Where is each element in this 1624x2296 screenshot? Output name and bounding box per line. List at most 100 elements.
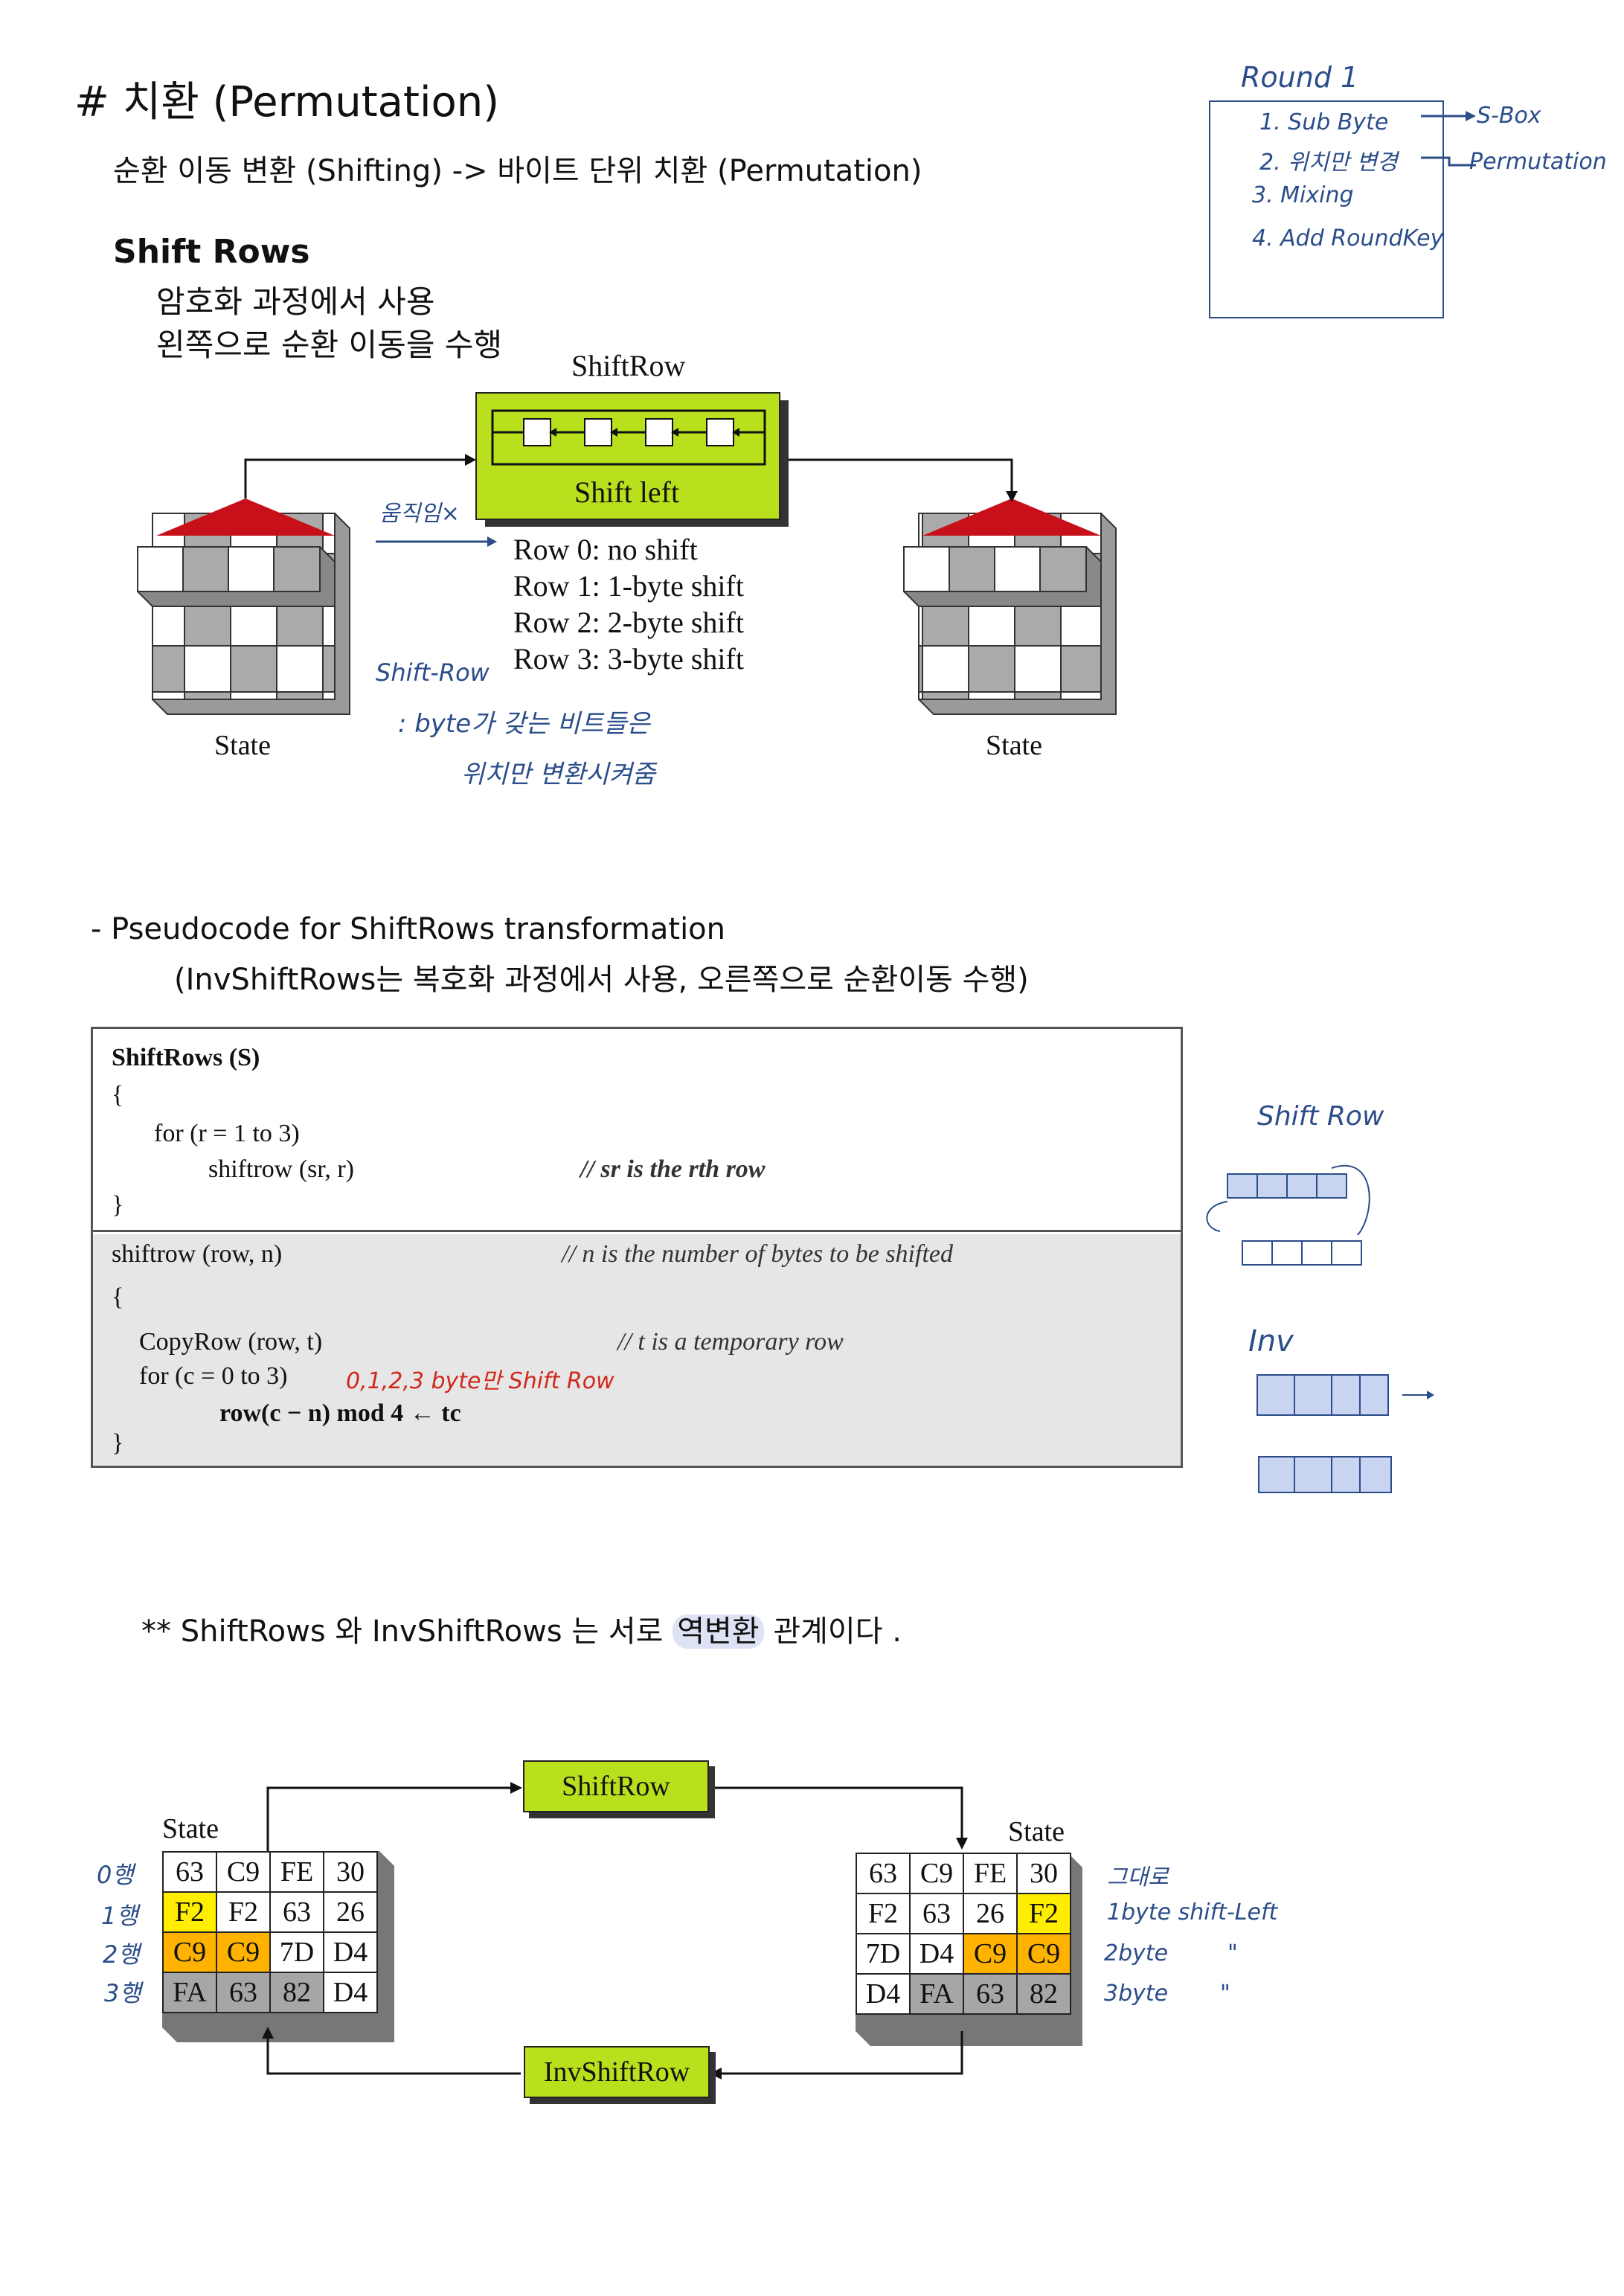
table-cell: FE (963, 1853, 1018, 1894)
code-assign: row(c − n) mod 4 ← tc (219, 1399, 461, 1427)
row-2-desc: Row 2: 2-byte shift (513, 606, 744, 639)
page-title: # 치환 (Permutation) (74, 78, 500, 126)
row-1-desc: Row 1: 1-byte shift (513, 569, 744, 603)
shift-left-label: Shift left (574, 475, 680, 509)
table-cell: D4 (323, 1931, 378, 1973)
state-cube-right (903, 498, 1117, 715)
note-shift-row-line2: 위치만 변환시켜줌 (461, 760, 656, 789)
right-note-3: 3byte (1104, 1981, 1169, 2007)
note-shift-row-line1: : byte가 갖는 비트들은 (398, 709, 650, 739)
table-cell: C9 (162, 1931, 217, 1973)
table-cell: 30 (1016, 1853, 1071, 1894)
table-cell: 26 (963, 1893, 1018, 1934)
round-item-2: 2. 위치만 변경 (1259, 150, 1398, 176)
table-cell: 82 (269, 1972, 324, 2013)
code-copyrow: CopyRow (row, t) (139, 1328, 323, 1356)
table-cell: F2 (856, 1893, 911, 1934)
shift-rows-desc-1: 암호화 과정에서 사용 (156, 283, 435, 320)
shift-rows-heading: Shift Rows (113, 233, 310, 271)
shiftrow-function: shiftrow (row, n) // n is the number of … (93, 1234, 1181, 1466)
code-shiftrow-header: shiftrow (row, n) (112, 1240, 283, 1268)
table-cell: C9 (216, 1931, 271, 1973)
row-3-desc: Row 3: 3-byte shift (513, 642, 744, 676)
shiftrows-function: ShiftRows (S) { for (r = 1 to 3) shiftro… (93, 1029, 1181, 1232)
table-cell: 63 (909, 1893, 964, 1934)
code-comment-t: // t is a temporary row (617, 1328, 844, 1356)
right-note-ditto-1: " (1227, 1940, 1238, 1966)
table-cell: FE (269, 1851, 324, 1893)
table-cell: 63 (269, 1891, 324, 1933)
pseudocode-box: ShiftRows (S) { for (r = 1 to 3) shiftro… (91, 1027, 1183, 1468)
right-note-0: 그대로 (1107, 1864, 1169, 1891)
state-label-left: State (214, 730, 271, 761)
round-item-4: 4. Add RoundKey (1252, 225, 1444, 251)
shiftrow-label-box: ShiftRow (523, 1760, 709, 1812)
inverse-note-highlight: 역변환 (673, 1614, 764, 1649)
table-row: F2 F2 63 26 (162, 1891, 378, 1933)
round-item-3: 3. Mixing (1252, 182, 1354, 208)
table-row: F2 63 26 F2 (856, 1893, 1071, 1934)
round-note-title: Round 1 (1241, 61, 1359, 94)
handwritten-red-note: 0,1,2,3 byte만 Shift Row (346, 1368, 614, 1394)
page-subtitle: 순환 이동 변환 (Shifting) -> 바이트 단위 치환 (Permut… (113, 154, 922, 188)
invshiftrow-label-box: InvShiftRow (524, 2046, 710, 2098)
permutation-note: Permutation (1469, 149, 1607, 175)
table-cell: 82 (1016, 1973, 1071, 2015)
state-label-right-2: State (1008, 1816, 1065, 1847)
row-0-desc: Row 0: no shift (513, 533, 698, 566)
code-for-c: for (c = 0 to 3) (139, 1362, 288, 1390)
table-cell: D4 (909, 1933, 964, 1975)
table-cell: FA (162, 1972, 217, 2013)
table-cell: C9 (909, 1853, 964, 1894)
row-label-2: 2행 (103, 1940, 140, 1969)
side-note-shift-row: Shift Row (1257, 1101, 1384, 1132)
right-note-1: 1byte shift-Left (1107, 1899, 1278, 1925)
table-cell: FA (909, 1973, 964, 2015)
code-comment-sr: // sr is the rth row (580, 1155, 766, 1183)
shiftrow-diagram (137, 392, 1117, 715)
table-row: 63 C9 FE 30 (162, 1851, 378, 1893)
shiftrow-caption: ShiftRow (571, 349, 686, 382)
state-table-right: 63 C9 FE 30 F2 63 26 F2 7D D4 C9 C9 D4 F… (856, 1853, 1071, 2015)
table-cell: 7D (269, 1931, 324, 1973)
table-cell: C9 (216, 1851, 271, 1893)
row-label-3: 3행 (104, 1979, 141, 2007)
table-row: 7D D4 C9 C9 (856, 1933, 1071, 1975)
shift-rows-desc-2: 왼쪽으로 순환 이동을 수행 (156, 327, 503, 363)
inverse-relation-note: ** ShiftRows 와 InvShiftRows 는 서로 역변환 관계이… (141, 1607, 902, 1650)
table-cell: D4 (323, 1972, 378, 2013)
table-cell: C9 (963, 1933, 1018, 1975)
pseudocode-title: - Pseudocode for ShiftRows transformatio… (91, 912, 726, 946)
table-cell: 63 (162, 1851, 217, 1893)
code-comment-n: // n is the number of bytes to be shifte… (562, 1240, 953, 1268)
table-row: 63 C9 FE 30 (856, 1853, 1071, 1894)
table-cell: F2 (216, 1891, 271, 1933)
code-open-brace-2: { (112, 1283, 124, 1311)
table-cell: F2 (1016, 1893, 1071, 1934)
state-cube-left (137, 498, 350, 715)
code-close-brace-2: } (112, 1429, 124, 1457)
side-sketches (1206, 1165, 1434, 1493)
side-note-inv: Inv (1248, 1324, 1294, 1359)
table-cell: 63 (963, 1973, 1018, 2015)
inverse-note-prefix: ** ShiftRows 와 InvShiftRows 는 서로 (141, 1614, 673, 1649)
note-shift-row-title: Shift-Row (376, 658, 490, 687)
table-cell: 26 (323, 1891, 378, 1933)
table-cell: 30 (323, 1851, 378, 1893)
round-note-arrows (1421, 111, 1476, 167)
table-cell: 7D (856, 1933, 911, 1975)
table-cell: F2 (162, 1891, 217, 1933)
pseudocode-subtitle: (InvShiftRows는 복호화 과정에서 사용, 오른쪽으로 순환이동 수… (174, 963, 1029, 997)
code-open-brace: { (112, 1081, 124, 1109)
sbox-note: S-Box (1477, 103, 1541, 129)
state-label-right: State (986, 730, 1042, 761)
inverse-note-suffix: 관계이다 . (763, 1614, 902, 1649)
table-row: C9 C9 7D D4 (162, 1931, 378, 1973)
code-for-loop: for (r = 1 to 3) (154, 1120, 300, 1147)
note-no-move: 움직임× (379, 501, 460, 527)
table-cell: 63 (216, 1972, 271, 2013)
right-note-2: 2byte (1104, 1940, 1169, 1966)
state-label-left-2: State (162, 1813, 219, 1844)
table-cell: 63 (856, 1853, 911, 1894)
state-table-left: 63 C9 FE 30 F2 F2 63 26 C9 C9 7D D4 FA 6… (162, 1851, 378, 2013)
